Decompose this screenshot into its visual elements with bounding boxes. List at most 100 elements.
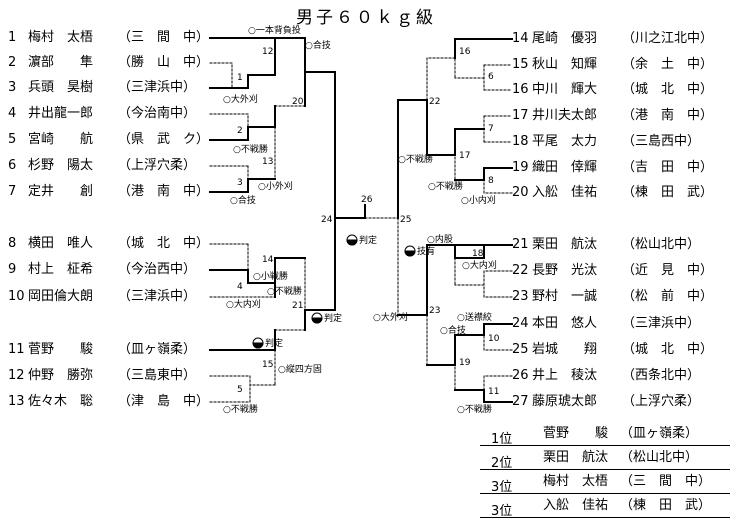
player-school: （川之江北中） (622, 31, 714, 46)
player-row: 2 濵部 隼 （勝 山 中） (8, 55, 209, 71)
player-number: 2 (8, 55, 17, 70)
ranking-name: 栗田 航汰 (543, 450, 609, 465)
player-number: 27 (512, 394, 529, 409)
ranking-position: 1位 (491, 432, 513, 447)
technique-label: ○小内刈 (461, 194, 496, 206)
technique-label: ○合技 (305, 39, 331, 51)
match-number: 14 (262, 255, 274, 265)
player-school: （松山北中） (622, 237, 701, 252)
player-number: 16 (512, 82, 529, 97)
player-name: 井上 稜汰 (532, 368, 598, 383)
match-number: 11 (488, 387, 499, 397)
half-circle-icon (252, 337, 264, 349)
player-name: 杉野 陽太 (28, 158, 94, 173)
player-number: 22 (512, 263, 529, 278)
player-number: 7 (8, 184, 17, 199)
player-school: （今治西中） (118, 262, 197, 277)
player-school: （余 土 中） (622, 57, 714, 72)
player-number: 24 (512, 316, 529, 331)
player-school: （港 南 中） (118, 184, 210, 199)
ranking-school: （松山北中） (620, 450, 699, 465)
player-number: 14 (512, 31, 529, 46)
player-number: 9 (8, 262, 17, 277)
player-number: 23 (512, 289, 529, 304)
match-number: 5 (237, 385, 243, 395)
technique-label: ○不戦勝 (428, 180, 463, 192)
player-row-withdrawn: 4 井出龍一郎 （今治南中） (8, 106, 196, 122)
player-name: 井川夫太郎 (532, 108, 598, 123)
match-number: 26 (361, 195, 373, 205)
player-number: 17 (512, 108, 529, 123)
player-school: （三津浜中） (622, 316, 701, 331)
ranking-position: 2位 (491, 456, 513, 471)
match-number: 10 (488, 334, 500, 344)
technique-label: ○不戦勝 (233, 143, 268, 155)
match-number: 15 (262, 360, 273, 370)
match-number: 4 (237, 282, 243, 292)
player-school: （今治南中） (118, 106, 197, 121)
player-name: 定井 創 (28, 184, 94, 199)
technique-label: ○合技 (440, 324, 466, 336)
ranking-row: 2位 栗田 航汰 （松山北中） (480, 446, 730, 471)
half-circle-icon (346, 234, 358, 246)
half-circle-icon (311, 312, 323, 324)
match-number: 13 (262, 157, 273, 167)
player-school: （三島西中） (622, 134, 701, 149)
player-school: （津 島 中） (118, 394, 210, 409)
technique-label: ○大外刈 (373, 311, 408, 323)
player-name: 仲野 勝弥 (28, 368, 94, 383)
technique-label: 技有 (417, 245, 435, 257)
player-number: 20 (512, 185, 529, 200)
player-school: （県 武 ク） (118, 132, 210, 147)
player-school: （三 間 中） (118, 30, 210, 45)
player-name: 平尾 太力 (532, 134, 598, 149)
player-name: 横田 唯人 (28, 236, 94, 251)
technique-label: ○送襟絞 (457, 311, 492, 323)
technique-label: 判定 (324, 312, 342, 324)
technique-label: ○大内刈 (462, 259, 497, 271)
match-number: 18 (472, 249, 484, 259)
player-school: （棟 田 武） (622, 185, 714, 200)
player-school: （西条北中） (622, 368, 701, 383)
ranking-school: （三 間 中） (620, 474, 712, 489)
player-number: 3 (8, 80, 17, 95)
player-number: 25 (512, 342, 529, 357)
match-number: 25 (400, 215, 411, 225)
match-number: 16 (459, 47, 471, 57)
player-number: 13 (8, 394, 25, 409)
player-number: 6 (8, 158, 17, 173)
player-number: 10 (8, 289, 25, 304)
player-number: 4 (8, 106, 17, 121)
technique-label: ○不戦勝 (267, 285, 302, 297)
match-number: 2 (237, 126, 243, 136)
player-name: 村上 柾希 (28, 262, 94, 277)
match-number: 20 (292, 97, 304, 107)
player-number: 26 (512, 368, 529, 383)
technique-label: ○不戦勝 (223, 403, 258, 415)
technique-label: ○不戦勝 (398, 153, 433, 165)
match-number: 23 (429, 306, 440, 316)
player-name: 井出龍一郎 (28, 106, 94, 121)
player-school: （吉 田 中） (622, 160, 714, 175)
player-school: （三津浜中） (118, 80, 197, 95)
player-school: （勝 山 中） (118, 55, 210, 70)
player-number: 15 (512, 57, 529, 72)
player-name: 濵部 隼 (28, 55, 94, 70)
match-number: 12 (262, 47, 273, 57)
player-name: 秋山 知輝 (532, 57, 598, 72)
player-name: 岩城 翔 (532, 342, 598, 357)
player-number: 11 (8, 342, 25, 357)
player-school: （三津浜中） (118, 289, 197, 304)
